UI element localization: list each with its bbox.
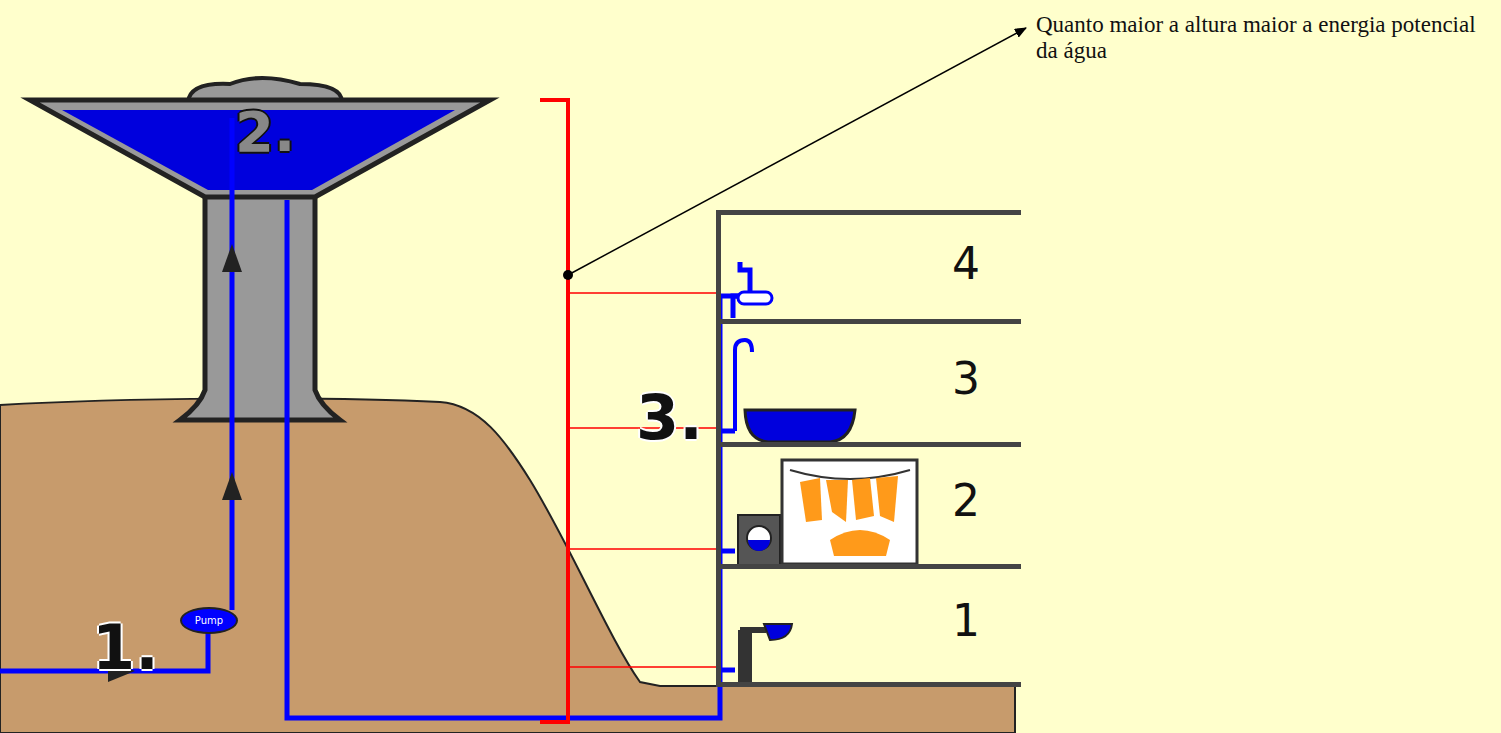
tower-tank <box>30 100 490 197</box>
pump: Pump <box>180 607 238 634</box>
floor-number: 1 <box>952 595 980 646</box>
house-floor: 2 <box>716 445 1021 569</box>
leader-dot <box>563 270 573 280</box>
floor-number: 3 <box>952 353 980 404</box>
note: Quanto maior a altura maior a energia po… <box>1036 12 1476 65</box>
callout-number: 3. <box>636 382 703 453</box>
floor-number: 2 <box>952 475 980 526</box>
house-floor: 1 <box>716 567 1021 687</box>
callout-number: 2. <box>235 100 295 164</box>
callout-number: 1. <box>92 612 159 683</box>
pipes <box>0 118 740 718</box>
height-bracket <box>540 100 718 722</box>
floor-number: 4 <box>952 238 980 289</box>
fixtures <box>733 262 917 685</box>
house-floor: 4 <box>716 210 1021 324</box>
house-floor: 3 <box>716 322 1021 447</box>
pump-label: Pump <box>195 615 223 626</box>
tower-column <box>180 195 340 420</box>
